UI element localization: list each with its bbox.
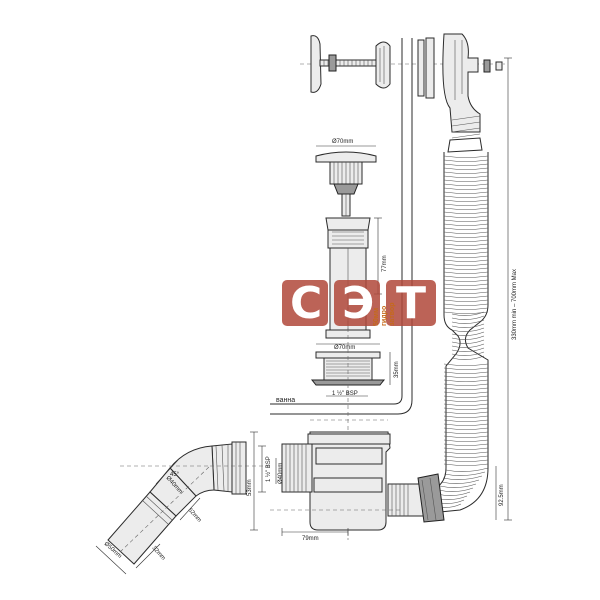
seal-text-line-2: гидро	[381, 306, 388, 326]
bath-wall	[270, 38, 403, 405]
elbow-pipe	[107, 491, 177, 565]
pipe-diameter-label: Ø50mm	[103, 541, 123, 560]
bottle-trap	[250, 431, 445, 536]
hose-offset-label: 92.5mm	[499, 484, 505, 506]
angle-label: 45°	[170, 472, 180, 478]
trap-width-label: 79mm	[302, 536, 319, 542]
flexible-hose	[431, 152, 489, 513]
watermark-letter-1: С	[290, 278, 322, 329]
seal-depth-text: 50мм	[373, 308, 380, 326]
flange-diameter-label: Ø70mm	[334, 345, 355, 351]
overflow-nut	[328, 54, 337, 72]
seal-text-line-3: затвор	[389, 303, 396, 326]
watermark	[282, 280, 436, 326]
elbow-diameter-label: Ø40mm	[165, 475, 184, 495]
overflow-cover	[310, 35, 322, 93]
cap-diameter-label: Ø70mm	[332, 139, 353, 145]
trap-outlet-nut	[417, 473, 445, 523]
overflow-body	[442, 33, 481, 133]
trap-height-label: 53mm	[247, 479, 253, 496]
hose-length-label: 330mm min – 700mm Max	[512, 269, 518, 340]
trap-side-inlet	[281, 443, 313, 493]
overflow-assembly	[270, 33, 505, 415]
body-height-label: 77mm	[382, 255, 388, 272]
drain-cap	[315, 151, 377, 163]
pipe-length-label: 32mm	[151, 545, 167, 561]
flange-height-label: 35mm	[394, 361, 400, 378]
watermark-letter-2: Э	[342, 278, 374, 329]
bath-label: ванна	[276, 397, 295, 404]
overflow-screw	[483, 59, 491, 73]
side-thread-label: 1 ½" BSP	[265, 456, 272, 482]
top-thread-label: 1 ½" BSP	[332, 390, 358, 397]
watermark-letter-3: Т	[396, 278, 426, 329]
drain-cap-assembly	[315, 145, 377, 217]
overflow-rosette	[375, 41, 391, 89]
elbow-length-label: 52mm	[187, 507, 203, 523]
overflow-gasket	[417, 39, 425, 97]
elbow-assembly	[95, 441, 270, 575]
trap-diameter-label: Ø40mm	[278, 463, 284, 484]
